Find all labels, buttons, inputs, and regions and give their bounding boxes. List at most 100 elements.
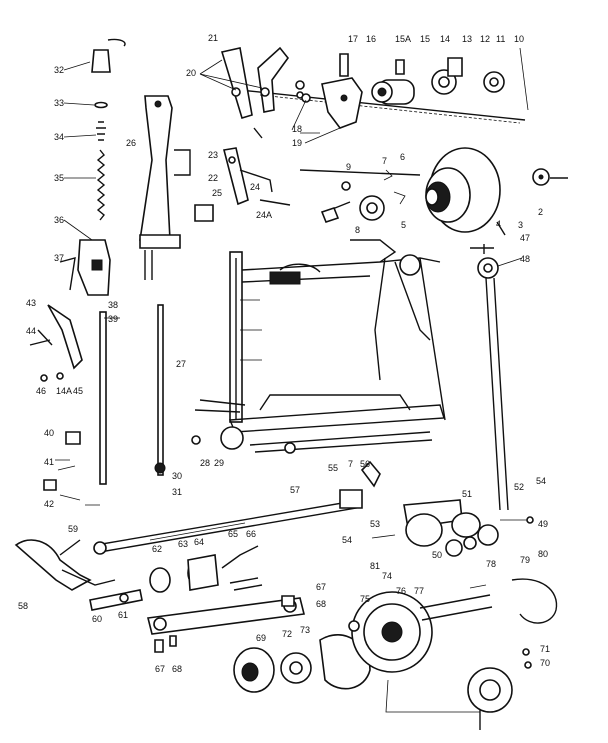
- label-68-b: 68: [172, 664, 182, 674]
- label-63: 63: [178, 539, 188, 549]
- label-57: 57: [290, 485, 300, 495]
- label-37: 37: [54, 253, 64, 263]
- label-13: 13: [462, 34, 472, 44]
- label-41: 41: [44, 457, 54, 467]
- label-10: 10: [514, 34, 524, 44]
- label-24A: 24A: [256, 210, 272, 220]
- label-71: 71: [540, 644, 550, 654]
- label-72: 72: [282, 629, 292, 639]
- label-29: 29: [214, 458, 224, 468]
- label-22: 22: [208, 173, 218, 183]
- label-47: 47: [520, 233, 530, 243]
- label-51: 51: [462, 489, 472, 499]
- label-31: 31: [172, 487, 182, 497]
- label-42: 42: [44, 499, 54, 509]
- label-70: 70: [540, 658, 550, 668]
- label-59: 59: [68, 524, 78, 534]
- label-79: 79: [520, 555, 530, 565]
- label-45: 45: [73, 386, 83, 396]
- label-20: 20: [186, 68, 196, 78]
- label-9: 9: [346, 162, 351, 172]
- label-78: 78: [486, 559, 496, 569]
- label-73: 73: [300, 625, 310, 635]
- label-50: 50: [432, 550, 442, 560]
- bobbin-winder-group: [299, 169, 421, 223]
- upper-shaft: [239, 69, 526, 124]
- label-44: 44: [26, 326, 36, 336]
- label-15: 15: [420, 34, 430, 44]
- label-76: 76: [396, 586, 406, 596]
- label-5: 5: [401, 220, 406, 230]
- label-54: 54: [342, 535, 352, 545]
- label-7: 7: [382, 156, 387, 166]
- label-77: 77: [414, 586, 424, 596]
- leader-lines: [63, 47, 529, 319]
- label-80: 80: [538, 549, 548, 559]
- label-2: 2: [538, 207, 543, 217]
- handwheel: [425, 147, 568, 236]
- label-18: 18: [292, 124, 302, 134]
- label-19: 19: [292, 138, 302, 148]
- label-16: 16: [366, 34, 376, 44]
- hook-assembly: [233, 578, 558, 730]
- label-39: 39: [108, 314, 118, 324]
- label-11: 11: [496, 34, 505, 44]
- needle-bar-group: [29, 38, 126, 506]
- connecting-link-group: [147, 545, 305, 653]
- label-35: 35: [54, 173, 64, 183]
- label-17: 17: [348, 34, 358, 44]
- label-66: 66: [246, 529, 256, 539]
- label-75: 75: [360, 594, 370, 604]
- label-60: 60: [92, 614, 102, 624]
- label-61: 61: [118, 610, 128, 620]
- label-7-b: 7: [348, 459, 353, 469]
- label-56: 56: [360, 459, 370, 469]
- bottom-shaft: [93, 460, 381, 555]
- label-21: 21: [208, 33, 218, 43]
- label-33: 33: [54, 98, 64, 108]
- label-32: 32: [54, 65, 64, 75]
- label-4: 4: [496, 219, 501, 229]
- label-67-b: 67: [155, 664, 165, 674]
- label-74: 74: [382, 571, 392, 581]
- label-62: 62: [152, 544, 162, 554]
- label-14A: 14A: [56, 386, 72, 396]
- label-48: 48: [520, 254, 530, 264]
- label-14: 14: [440, 34, 450, 44]
- label-8: 8: [355, 225, 360, 235]
- label-49: 49: [538, 519, 548, 529]
- label-27: 27: [176, 359, 186, 369]
- label-69: 69: [256, 633, 266, 643]
- label-38: 38: [108, 300, 118, 310]
- lower-left-group: [14, 539, 143, 611]
- label-15A: 15A: [395, 34, 411, 44]
- take-up-lever-group: [220, 46, 305, 206]
- label-65: 65: [228, 529, 238, 539]
- label-54-b: 54: [536, 476, 546, 486]
- label-52: 52: [514, 482, 524, 492]
- label-23: 23: [208, 150, 218, 160]
- label-68: 68: [316, 599, 326, 609]
- label-28: 28: [200, 458, 210, 468]
- label-58: 58: [18, 601, 28, 611]
- label-26: 26: [126, 138, 136, 148]
- rock-shaft-group: [470, 244, 509, 511]
- label-34: 34: [54, 132, 64, 142]
- label-12: 12: [480, 34, 490, 44]
- label-55: 55: [328, 463, 338, 473]
- label-46: 46: [36, 386, 46, 396]
- label-25: 25: [212, 188, 222, 198]
- label-64: 64: [194, 537, 204, 547]
- label-3: 3: [518, 220, 523, 230]
- label-36: 36: [54, 215, 64, 225]
- label-6: 6: [400, 152, 405, 162]
- part-labels: 32 33 34 35 36 37 38 39 43 44 46 14A 45 …: [18, 33, 550, 674]
- label-53: 53: [370, 519, 380, 529]
- main-frame: [194, 239, 446, 454]
- label-24: 24: [250, 182, 260, 192]
- label-43: 43: [26, 298, 36, 308]
- label-40: 40: [44, 428, 54, 438]
- presser-bar-group: [139, 95, 214, 476]
- label-67: 67: [316, 582, 326, 592]
